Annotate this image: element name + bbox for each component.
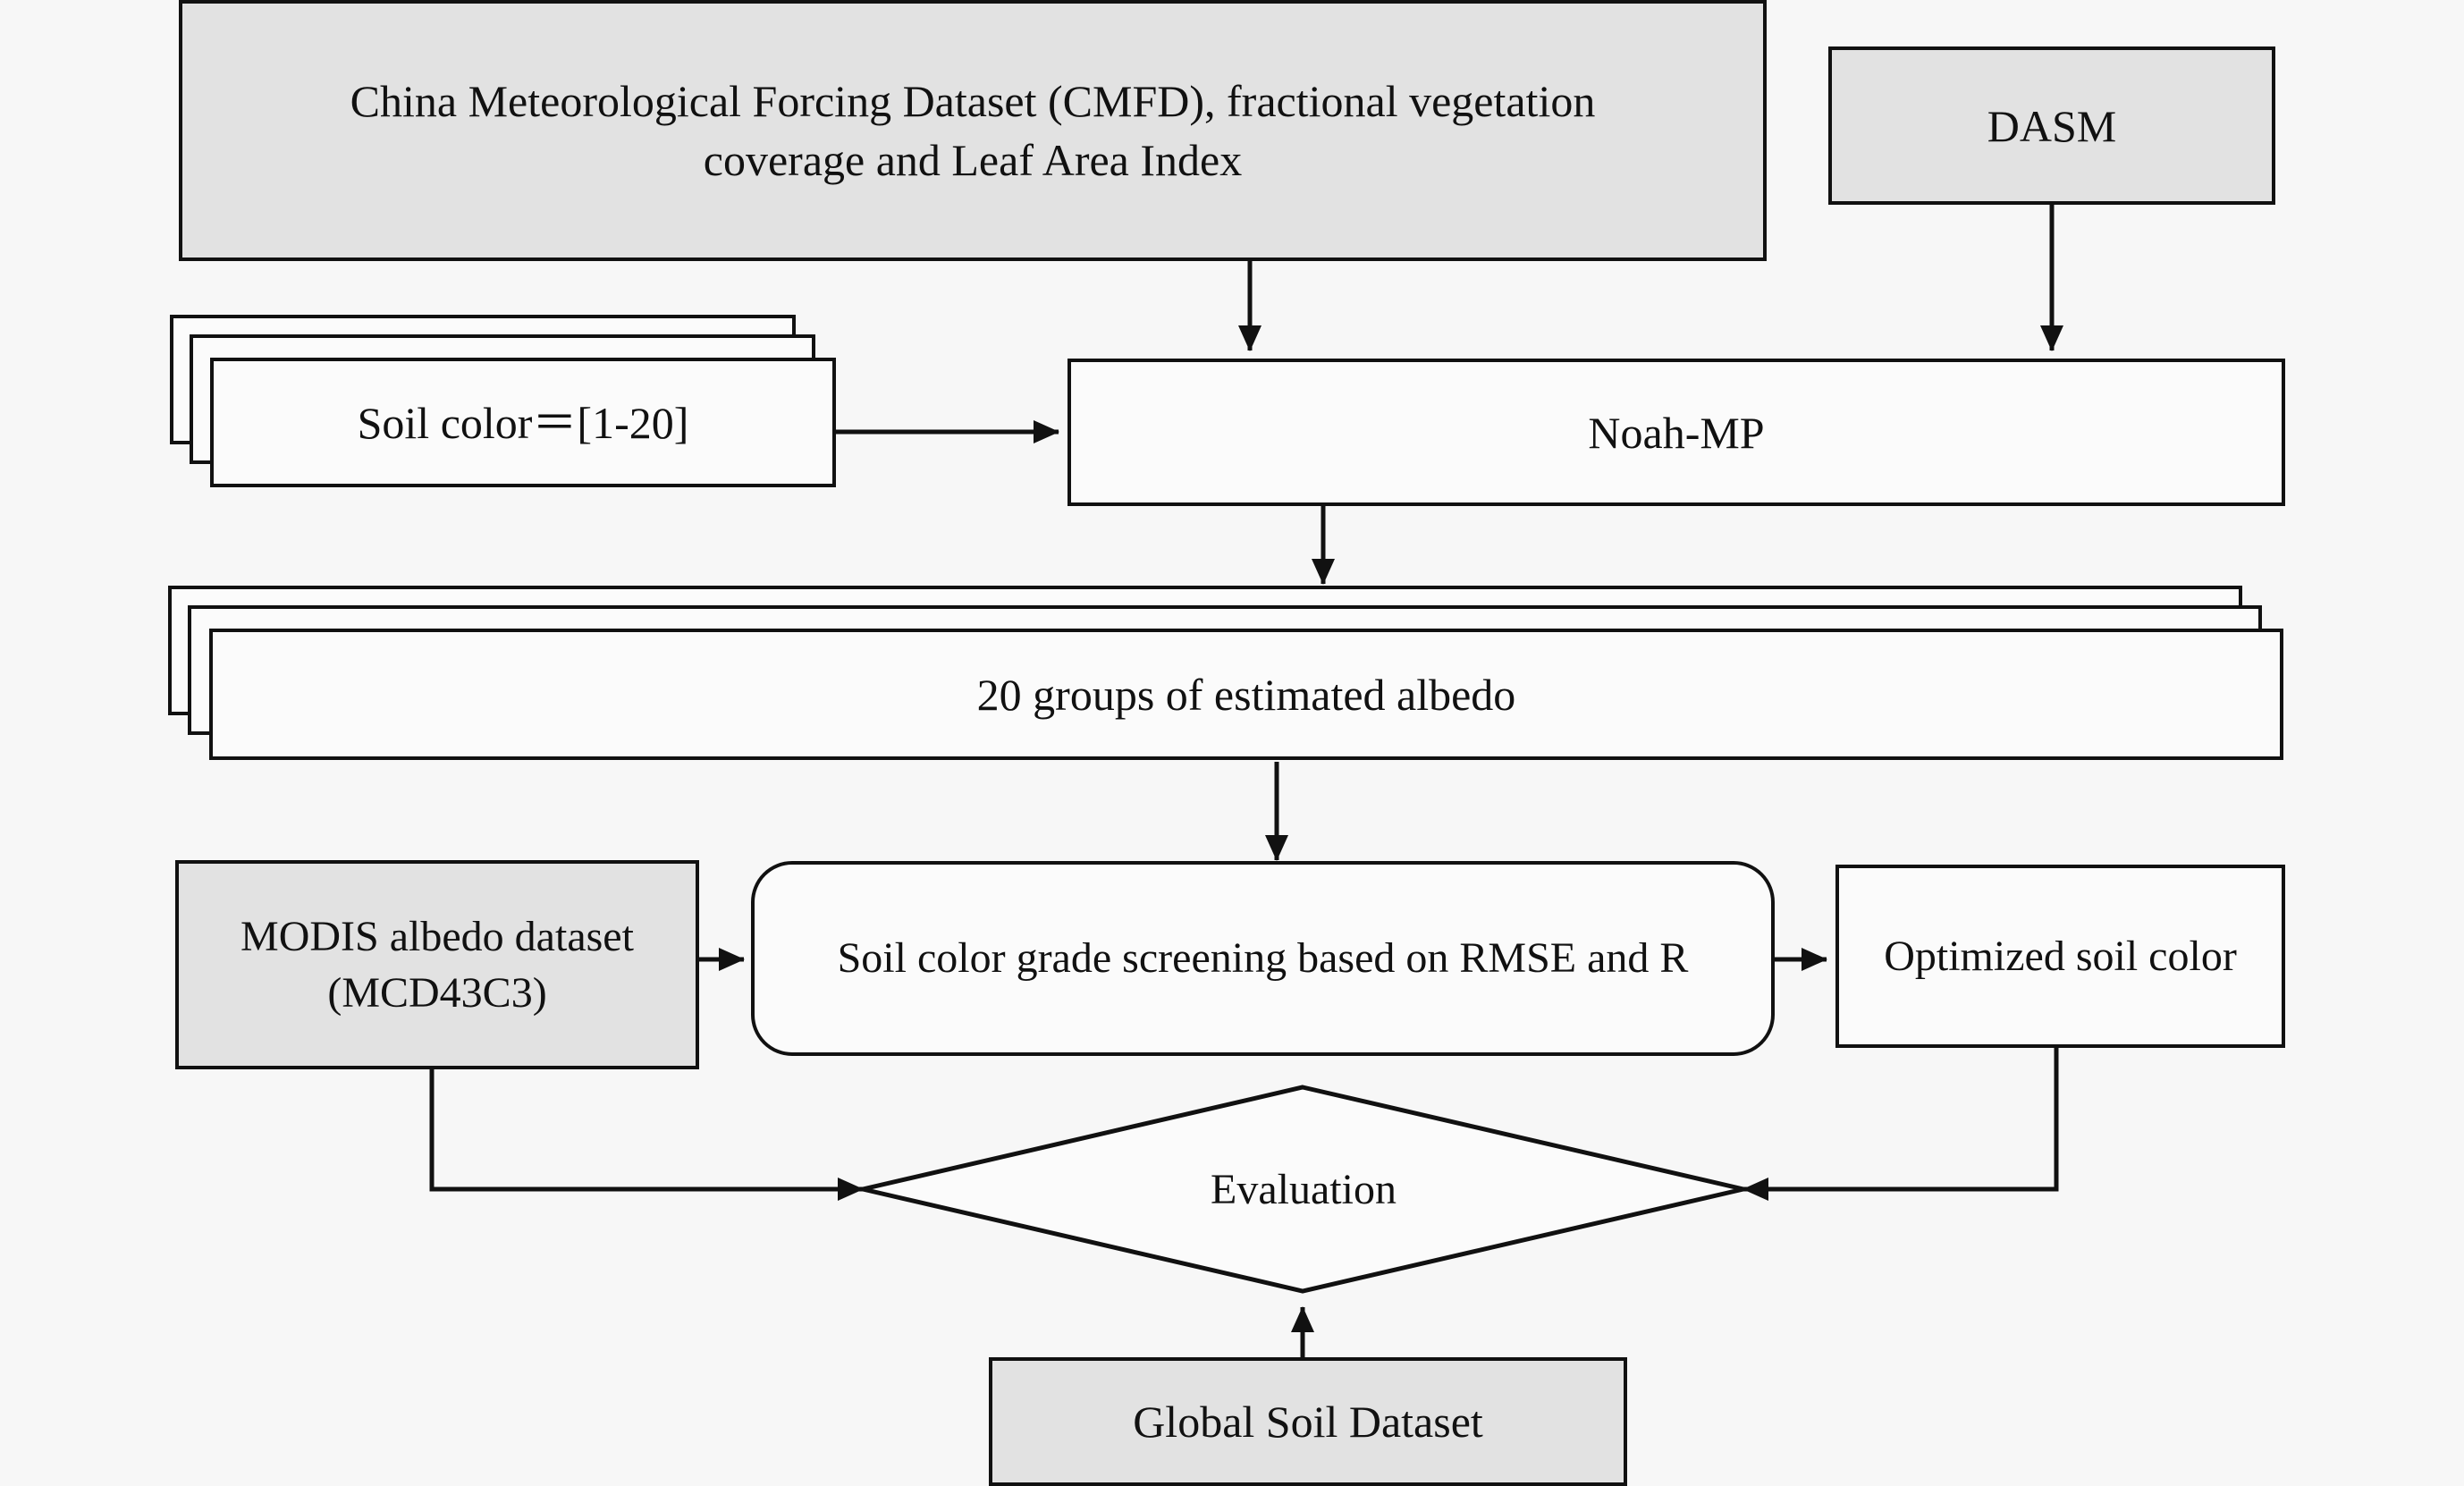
node-modis-label: MODIS albedo dataset (MCD43C3) [240, 912, 634, 1017]
node-screening-label: Soil color grade screening based on RMSE… [837, 934, 1689, 983]
node-soil-color-stack[interactable]: Soil color＝[1-20] [170, 315, 840, 511]
node-estimated-albedo[interactable]: 20 groups of estimated albedo [209, 629, 2283, 760]
node-estimated-albedo-stack[interactable]: 20 groups of estimated albedo [168, 586, 2289, 764]
node-optimized[interactable]: Optimized soil color [1835, 865, 2285, 1048]
node-evaluation-label: Evaluation [1211, 1165, 1397, 1213]
node-cmfd-label: China Meteorological Forcing Dataset (CM… [350, 76, 1596, 185]
node-soil-color-label: Soil color＝[1-20] [357, 397, 689, 448]
node-global-soil-label: Global Soil Dataset [1133, 1397, 1483, 1447]
node-dasm[interactable]: DASM [1828, 46, 2275, 205]
node-estimated-albedo-label: 20 groups of estimated albedo [976, 669, 1516, 720]
node-evaluation[interactable]: Evaluation [1055, 1144, 1552, 1234]
edge-modis-to-evaluation [429, 1069, 864, 1201]
node-noah-mp-label: Noah-MP [1588, 407, 1765, 458]
node-noah-mp[interactable]: Noah-MP [1067, 359, 2285, 506]
edge-optimized-to-evaluation [1743, 1048, 2059, 1201]
node-soil-color[interactable]: Soil color＝[1-20] [210, 358, 836, 487]
node-modis[interactable]: MODIS albedo dataset (MCD43C3) [175, 860, 699, 1069]
node-screening[interactable]: Soil color grade screening based on RMSE… [751, 861, 1775, 1056]
node-cmfd[interactable]: China Meteorological Forcing Dataset (CM… [179, 0, 1767, 261]
node-optimized-label: Optimized soil color [1884, 932, 2237, 980]
node-global-soil[interactable]: Global Soil Dataset [989, 1357, 1627, 1486]
node-dasm-label: DASM [1987, 100, 2117, 151]
